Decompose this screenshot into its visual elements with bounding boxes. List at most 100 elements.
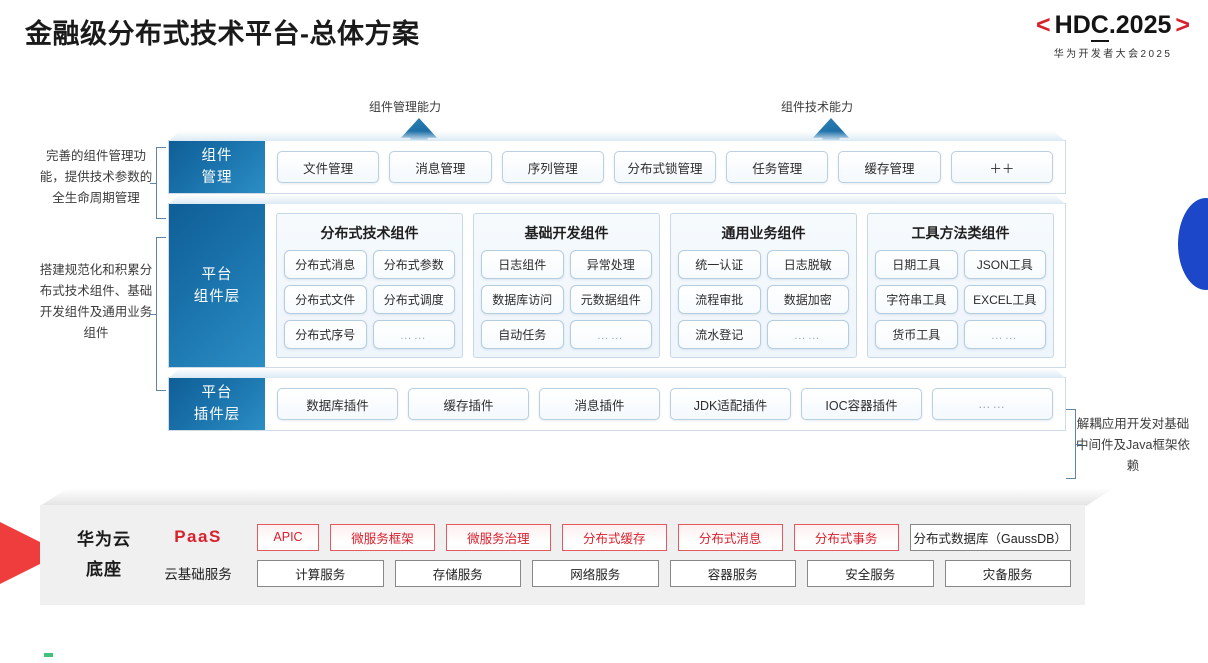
base-title: 华为云 底座 [58,525,150,585]
hdc-logo: <HDC.2025> 华为开发者大会2025 [1032,11,1194,60]
gchip-distributed-param[interactable]: 分布式参数 [372,250,455,279]
bchip-microservice-framework[interactable]: 微服务框架 [330,523,435,551]
architecture-stack: 组件 管理 文件管理 消息管理 序列管理 分布式锁管理 任务管理 缓存管理 ＋＋… [168,140,1066,440]
chip-sequence-management[interactable]: 序列管理 [501,151,604,183]
chip-more[interactable]: …… [932,388,1053,420]
layer-platform-plugin-label: 平台 插件层 [169,378,265,430]
bchip-security-service[interactable]: 安全服务 [807,559,934,587]
gchip-more[interactable]: …… [372,320,455,349]
chip-add-more[interactable]: ＋＋ [950,151,1053,183]
group-tool-method: 工具方法类组件 日期工具 JSON工具 字符串工具 EXCEL工具 货币工具 …… [867,213,1054,358]
bchip-distributed-transaction[interactable]: 分布式事务 [793,523,899,551]
decoration-green-dash [44,653,53,657]
bchip-distributed-message[interactable]: 分布式消息 [677,523,783,551]
chip-jdk-adapter-plugin[interactable]: JDK适配插件 [670,388,791,420]
huawei-cloud-base: 华为云 底座 PaaS APIC 微服务框架 微服务治理 分布式缓存 分布式消息… [40,488,1114,608]
bchip-apic[interactable]: APIC [257,523,319,551]
label-line-2: 管理 [201,170,233,186]
gchip-log-masking[interactable]: 日志脱敏 [766,250,849,279]
base-title-line-1: 华为云 [77,530,131,549]
logo-bracket-left-icon: < [1036,11,1051,39]
gchip-distributed-message[interactable]: 分布式消息 [284,250,367,279]
brace-left-top-icon [150,147,166,219]
gchip-date-tool[interactable]: 日期工具 [875,250,958,279]
hdc-logo-subtitle: 华为开发者大会2025 [1053,48,1173,60]
group-items: 日志组件 异常处理 数据库访问 元数据组件 自动任务 …… [481,250,652,349]
group-title: 通用业务组件 [721,225,806,241]
chip-ioc-container-plugin[interactable]: IOC容器插件 [801,388,922,420]
base-title-line-2: 底座 [86,560,122,579]
gchip-string-tool[interactable]: 字符串工具 [875,285,958,314]
annotation-left-mid: 搭建规范化和积累分布式技术组件、基础开发组件及通用业务组件 [39,263,153,340]
layer-component-management: 组件 管理 文件管理 消息管理 序列管理 分布式锁管理 任务管理 缓存管理 ＋＋ [168,140,1066,194]
layer-platform-plugin: 平台 插件层 数据库插件 缓存插件 消息插件 JDK适配插件 IOC容器插件 …… [168,377,1066,431]
gchip-currency-tool[interactable]: 货币工具 [875,320,958,349]
chip-message-management[interactable]: 消息管理 [389,151,492,183]
layer-platform-component-groups: 分布式技术组件 分布式消息 分布式参数 分布式文件 分布式调度 分布式序号 ……… [265,204,1065,367]
cloud-services-row: 云基础服务 计算服务 存储服务 网络服务 容器服务 安全服务 灾备服务 [150,559,1071,587]
group-basic-development: 基础开发组件 日志组件 异常处理 数据库访问 元数据组件 自动任务 …… [473,213,660,358]
bchip-storage-service[interactable]: 存储服务 [394,559,521,587]
gchip-auto-task[interactable]: 自动任务 [481,320,564,349]
chip-task-management[interactable]: 任务管理 [726,151,829,183]
gchip-database-access[interactable]: 数据库访问 [481,285,564,314]
gchip-excel-tool[interactable]: EXCEL工具 [963,285,1046,314]
bchip-disaster-recovery-service[interactable]: 灾备服务 [944,559,1071,587]
paas-label: PaaS [174,527,222,546]
gchip-process-approval[interactable]: 流程审批 [678,285,761,314]
label-line-1: 平台 [201,266,233,283]
decoration-blue-circle [1178,198,1208,290]
annotation-left-top: 完善的组件管理功能，提供技术参数的全生命周期管理 [39,149,153,205]
bchip-container-service[interactable]: 容器服务 [669,559,796,587]
chip-message-plugin[interactable]: 消息插件 [539,388,660,420]
logo-text-hd: HD [1054,11,1091,39]
bchip-distributed-database-gaussdb[interactable]: 分布式数据库（GaussDB） [909,523,1072,551]
gchip-distributed-file[interactable]: 分布式文件 [284,285,367,314]
logo-text-c: C [1090,11,1109,42]
gchip-more[interactable]: …… [569,320,652,349]
gchip-transaction-log[interactable]: 流水登记 [678,320,761,349]
annotation-right: 解耦应用开发对基础中间件及Java框架依赖 [1076,417,1190,473]
chip-file-management[interactable]: 文件管理 [277,151,380,183]
chip-cache-plugin[interactable]: 缓存插件 [408,388,529,420]
logo-bracket-right-icon: > [1175,11,1190,39]
base-rows: PaaS APIC 微服务框架 微服务治理 分布式缓存 分布式消息 分布式事务 … [150,523,1072,587]
hdc-logo-main: <HDC.2025> [1032,11,1194,42]
gchip-log-component[interactable]: 日志组件 [481,250,564,279]
gchip-exception-handler[interactable]: 异常处理 [569,250,652,279]
gchip-json-tool[interactable]: JSON工具 [963,250,1046,279]
gchip-more[interactable]: …… [963,320,1046,349]
gchip-more[interactable]: …… [766,320,849,349]
layer-platform-component-label: 平台 组件层 [169,204,265,367]
label-line-2: 组件层 [193,288,241,305]
bchip-microservice-governance[interactable]: 微服务治理 [445,523,551,551]
bchip-distributed-cache[interactable]: 分布式缓存 [561,523,667,551]
bchip-network-service[interactable]: 网络服务 [532,559,659,587]
group-items: 统一认证 日志脱敏 流程审批 数据加密 流水登记 …… [678,250,849,349]
group-title: 工具方法类组件 [911,225,1010,241]
layer-platform-component: 平台 组件层 分布式技术组件 分布式消息 分布式参数 分布式文件 分布式调度 分… [168,203,1066,368]
base-bevel-top [40,488,1114,506]
gchip-data-encryption[interactable]: 数据加密 [766,285,849,314]
group-distributed-tech: 分布式技术组件 分布式消息 分布式参数 分布式文件 分布式调度 分布式序号 …… [276,213,463,358]
gchip-distributed-sequence[interactable]: 分布式序号 [284,320,367,349]
gchip-distributed-schedule[interactable]: 分布式调度 [372,285,455,314]
group-common-business: 通用业务组件 统一认证 日志脱敏 流程审批 数据加密 流水登记 …… [670,213,857,358]
bchip-compute-service[interactable]: 计算服务 [257,559,384,587]
base-surface [40,505,1085,605]
paas-row: PaaS APIC 微服务框架 微服务治理 分布式缓存 分布式消息 分布式事务 … [150,523,1072,551]
label-line-2: 插件层 [193,407,241,423]
base-content: 华为云 底座 PaaS APIC 微服务框架 微服务治理 分布式缓存 分布式消息… [40,505,1085,605]
gchip-unified-auth[interactable]: 统一认证 [678,250,761,279]
arrow-left-caption: 组件管理能力 [369,100,442,114]
layer-component-management-items: 文件管理 消息管理 序列管理 分布式锁管理 任务管理 缓存管理 ＋＋ [265,141,1065,193]
chip-database-plugin[interactable]: 数据库插件 [277,388,398,420]
chip-cache-management[interactable]: 缓存管理 [838,151,941,183]
cloud-services-label: 云基础服务 [164,567,232,582]
group-title: 基础开发组件 [524,225,609,241]
layer-component-management-label: 组件 管理 [169,141,265,193]
gchip-metadata-component[interactable]: 元数据组件 [569,285,652,314]
chip-distributed-lock-management[interactable]: 分布式锁管理 [613,151,717,183]
arrow-right-caption: 组件技术能力 [781,100,854,114]
logo-text-rest: .2025 [1108,11,1172,39]
